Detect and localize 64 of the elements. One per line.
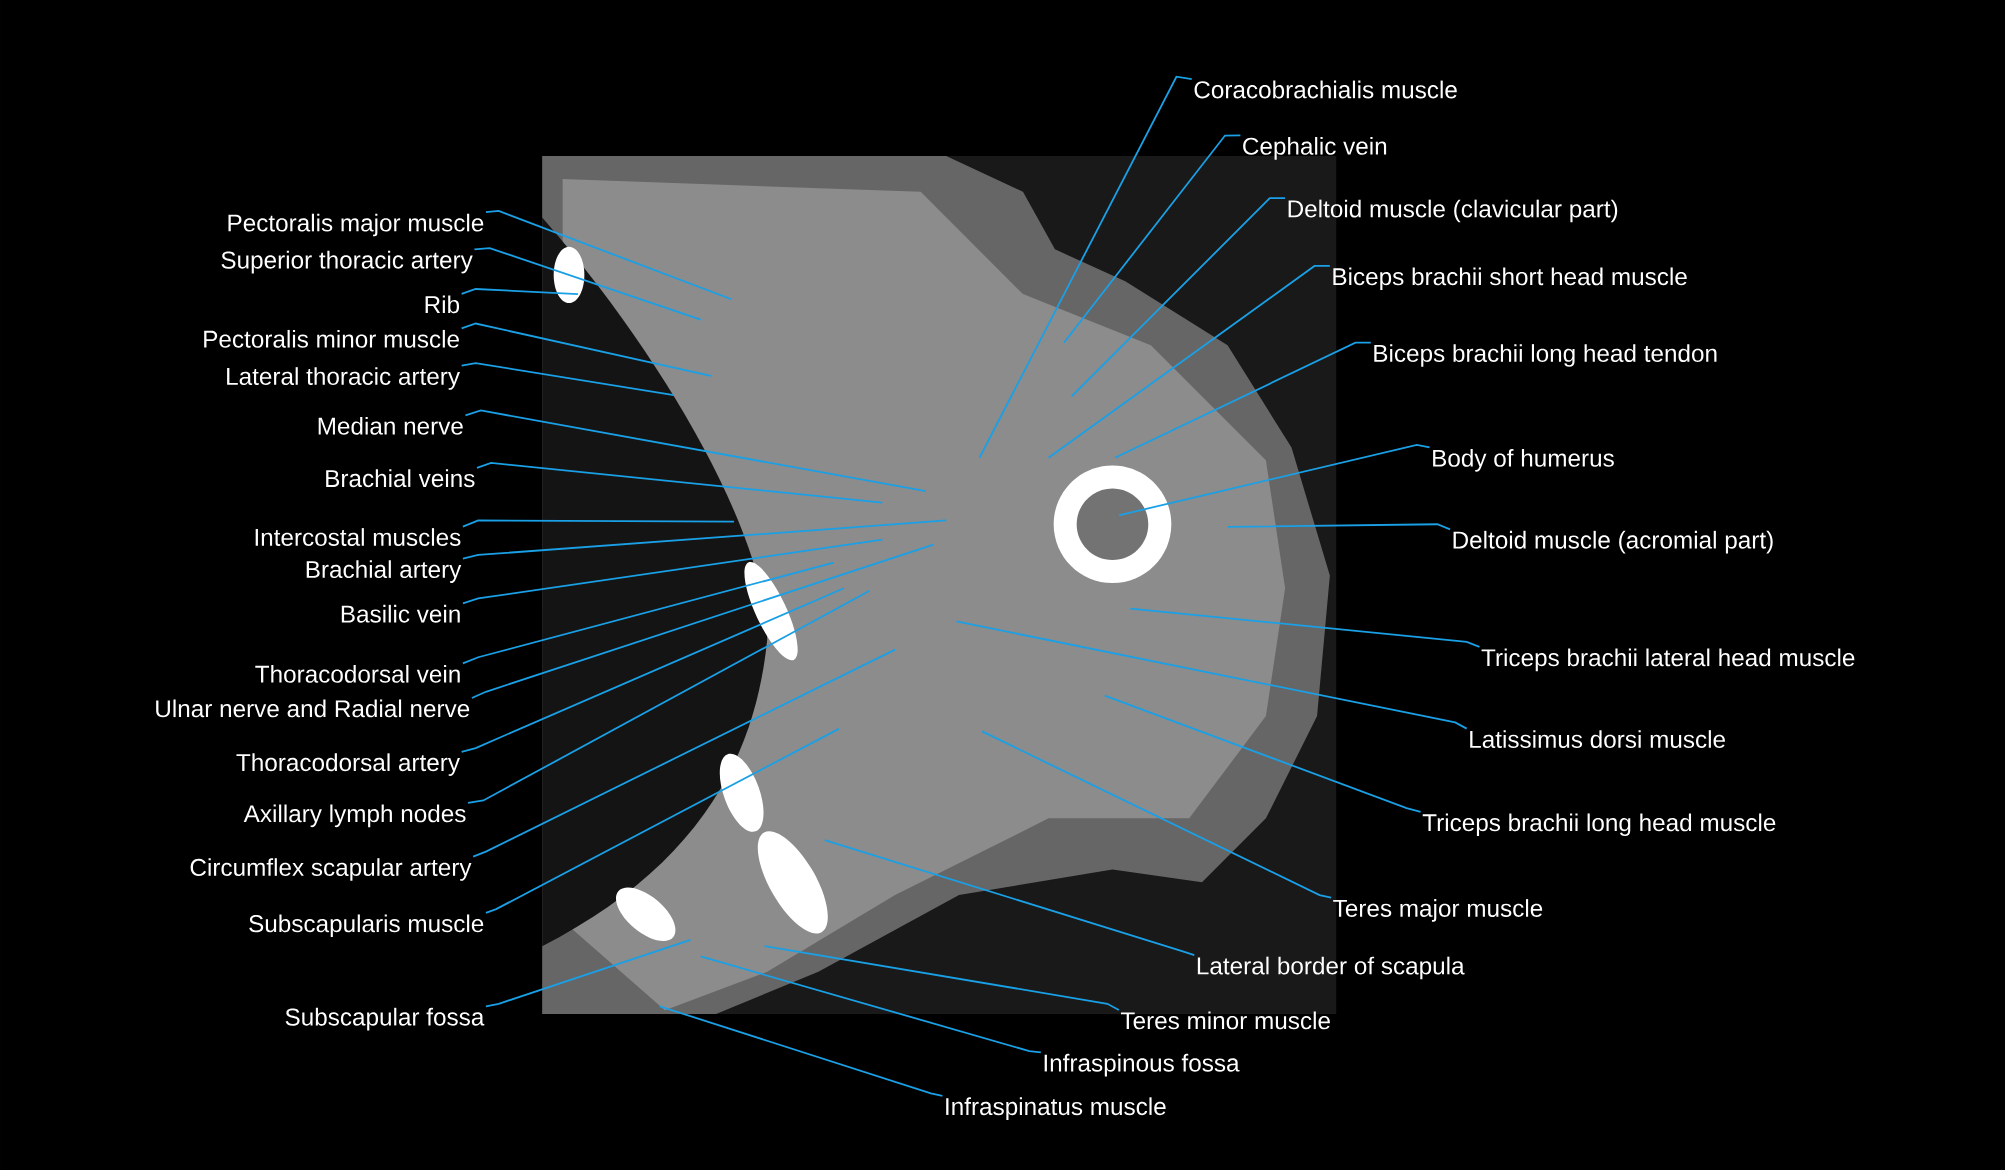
- leader-line: [485, 938, 692, 1008]
- structure-label: Brachial artery: [306, 560, 462, 583]
- leader-line: [460, 362, 675, 396]
- leader-line: [485, 727, 840, 914]
- leader-line: [460, 322, 712, 377]
- structure-label: Subscapular fossa: [285, 1007, 485, 1031]
- leader-line: [699, 955, 1042, 1054]
- leader-line: [1129, 607, 1481, 648]
- leader-line: [462, 519, 948, 560]
- structure-label: Thoracodorsal artery: [236, 753, 460, 776]
- leader-line: [460, 587, 845, 753]
- leader-line: [464, 409, 927, 492]
- leader-line: [658, 1005, 944, 1097]
- structure-label: Triceps brachii lateral head muscle: [1481, 648, 1855, 672]
- structure-label: Circumflex scapular artery: [190, 858, 472, 881]
- structure-label: Cephalic vein: [1243, 137, 1387, 160]
- leader-line: [1063, 134, 1242, 344]
- leader-line: [955, 620, 1468, 730]
- leader-line: [1047, 265, 1331, 459]
- leader-line: [981, 730, 1333, 899]
- structure-label: Subscapularis muscle: [249, 914, 484, 938]
- leader-line: [1070, 197, 1286, 398]
- leader-line: [823, 839, 1196, 956]
- leader-line: [462, 561, 835, 665]
- leader-line: [473, 247, 702, 321]
- structure-label: Lateral thoracic artery: [227, 367, 460, 390]
- structure-label: Deltoid muscle (clavicular part): [1288, 199, 1618, 223]
- structure-label: Coracobrachialis muscle: [1194, 80, 1457, 99]
- structure-label: Latissimus dorsi muscle: [1470, 730, 1725, 748]
- structure-label: Rib: [425, 295, 460, 314]
- leader-line: [763, 945, 1120, 1011]
- leader-line: [462, 538, 884, 605]
- structure-label: Pectoralis minor muscle: [204, 329, 459, 348]
- leader-line: [1118, 444, 1431, 517]
- structure-label: Median nerve: [318, 416, 463, 435]
- structure-label: Thoracodorsal vein: [255, 664, 460, 683]
- structure-label: Infraspinous fossa: [1044, 1053, 1240, 1077]
- structure-label: Deltoid muscle (acromial part): [1453, 530, 1773, 554]
- structure-label: Ulnar nerve and Radial nerve: [156, 699, 470, 718]
- structure-label: Teres minor muscle: [1120, 1011, 1330, 1030]
- structure-label: Brachial veins: [326, 469, 475, 488]
- leader-line: [485, 210, 733, 301]
- structure-label: Biceps brachii short head muscle: [1333, 267, 1687, 291]
- leader-line: [460, 288, 579, 295]
- leader-line: [1103, 694, 1422, 813]
- structure-label: Lateral border of scapula: [1197, 956, 1465, 980]
- structure-label: Triceps brachii long head muscle: [1422, 813, 1776, 837]
- structure-label: Body of humerus: [1433, 449, 1614, 472]
- leader-line: [476, 461, 884, 504]
- leader-line: [462, 519, 735, 528]
- structure-label: Axillary lymph nodes: [243, 804, 466, 828]
- leader-line: [470, 543, 935, 699]
- leader-line: [472, 648, 896, 858]
- structure-label: Intercostal muscles: [255, 528, 461, 546]
- structure-label: Superior thoracic artery: [221, 250, 473, 274]
- structure-label: Infraspinatus muscle: [946, 1097, 1166, 1120]
- structure-label: Pectoralis major muscle: [228, 213, 484, 237]
- leader-line: [1226, 523, 1451, 531]
- leader-line: [1114, 341, 1372, 459]
- structure-label: Basilic vein: [341, 604, 460, 623]
- structure-label: Teres major muscle: [1333, 899, 1543, 922]
- structure-label: Biceps brachii long head tendon: [1374, 344, 1717, 367]
- leader-line: [467, 589, 871, 804]
- leader-line: [978, 75, 1193, 459]
